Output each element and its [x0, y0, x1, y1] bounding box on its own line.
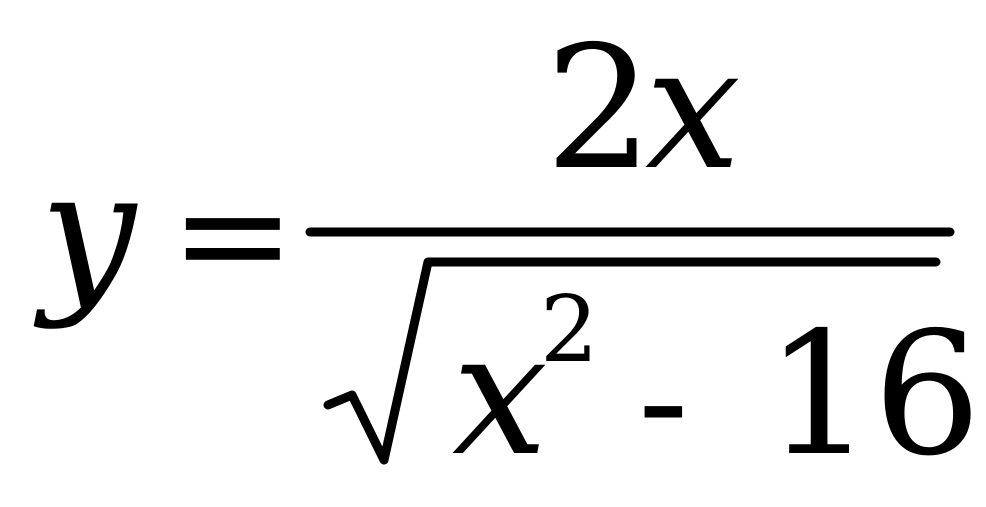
- denominator-exponent: 2: [540, 276, 599, 383]
- lhs-variable: y: [40, 134, 137, 332]
- numerator-variable: x: [645, 10, 741, 208]
- square-root-sign: [323, 257, 941, 465]
- denominator-variable: x: [452, 296, 548, 494]
- denominator-constant: 16: [765, 296, 982, 494]
- equals-sign: =: [170, 148, 296, 322]
- denominator-minus: -: [638, 314, 689, 488]
- numerator-coefficient: 2: [545, 10, 654, 208]
